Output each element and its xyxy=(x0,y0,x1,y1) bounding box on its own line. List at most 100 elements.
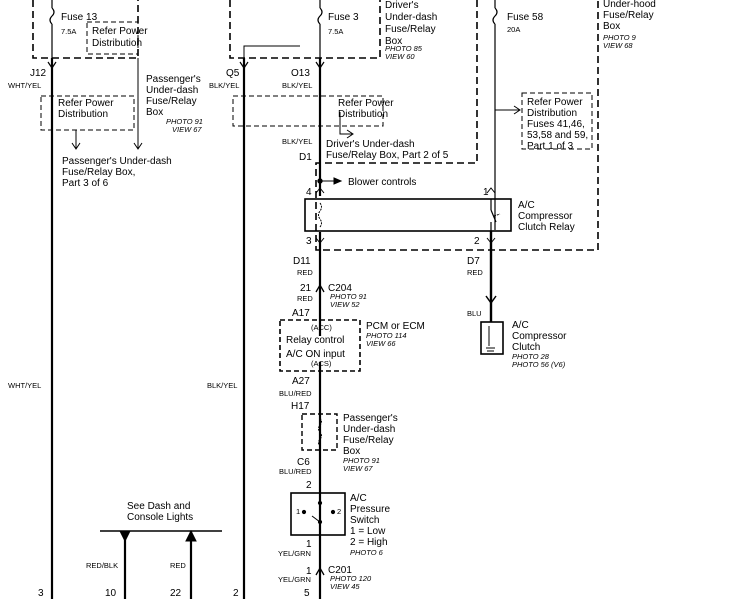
fuse-13-label: Fuse 13 xyxy=(61,12,98,23)
fuse-3-label: Fuse 3 xyxy=(328,12,359,23)
c201-view: VIEW 45 xyxy=(330,582,360,591)
pin-5: 5 xyxy=(304,588,310,599)
wire-label-wht-yel-2: WHT/YEL xyxy=(8,381,41,390)
pcm-photo: PHOTO 114 xyxy=(366,331,407,340)
pass-box2-4: Box xyxy=(343,446,360,457)
c204-photo: PHOTO 91 xyxy=(330,292,367,301)
wire-center xyxy=(315,58,325,599)
dash-label-1: See Dash and xyxy=(127,501,190,512)
relay-pin-2: 2 xyxy=(474,236,480,247)
wire-label-wht-yel-1: WHT/YEL xyxy=(8,81,41,90)
c204-view: VIEW 52 xyxy=(330,300,360,309)
relay-label-2: Compressor xyxy=(518,211,573,222)
wire-yel-grn-1: YEL/GRN xyxy=(278,549,311,558)
wire-blu-red-1: BLU/RED xyxy=(279,389,312,398)
fuse13-refer-1: Refer Power xyxy=(92,26,148,37)
switch-pin2: 2 xyxy=(337,507,341,516)
wire-label-blk-yel-1: BLK/YEL xyxy=(209,81,239,90)
refer-left-2: Distribution xyxy=(58,109,108,120)
relay-pin-1: 1 xyxy=(483,187,489,198)
driver-box-view: VIEW 60 xyxy=(385,52,415,61)
bottom-pin-3: 3 xyxy=(38,588,44,599)
pcm-label: PCM or ECM xyxy=(366,321,425,332)
pcm-view: VIEW 66 xyxy=(366,339,396,348)
refer-left-1: Refer Power xyxy=(58,98,114,109)
pass-box-1: Passenger's xyxy=(146,74,201,85)
hood-box-photo: PHOTO 9 xyxy=(603,33,637,42)
relay-pin-arrows xyxy=(315,187,496,244)
pin-a17: A17 xyxy=(292,308,310,319)
pin-2-switch: 2 xyxy=(306,480,312,491)
under-hood-box xyxy=(315,0,599,251)
pin-c6: C6 xyxy=(297,457,310,468)
blower-arrow xyxy=(317,177,343,185)
driver-box-1: Driver's xyxy=(385,0,419,11)
c201-label: C201 xyxy=(328,565,352,576)
pin-1-switch: 1 xyxy=(306,539,312,550)
clutch-symbol xyxy=(480,321,504,355)
pass-box-2: Under-dash xyxy=(146,85,198,96)
pcm-acs: (ACS) xyxy=(311,359,332,368)
pswitch-3: Switch xyxy=(350,515,379,526)
relay-box xyxy=(304,198,512,232)
wire-red-4: RED xyxy=(170,561,186,570)
refer-right-5: Part 1 of 3 xyxy=(527,141,574,152)
fuse-58-label: Fuse 58 xyxy=(507,12,544,23)
wire-blu: BLU xyxy=(467,309,482,318)
pcm-bg xyxy=(282,336,358,362)
fuse-3-box xyxy=(229,0,381,59)
blower-label: Blower controls xyxy=(348,177,416,188)
pass-box-view: VIEW 67 xyxy=(172,125,202,134)
clutch-photo-1: PHOTO 28 xyxy=(512,352,550,361)
driver-box-4: Box xyxy=(385,36,402,47)
pcm-relay-control: Relay control xyxy=(286,335,344,346)
clutch-photo-2: PHOTO 56 (V6) xyxy=(512,360,566,369)
clutch-label-1: A/C xyxy=(512,320,529,331)
pass-box-3: Fuse/Relay xyxy=(146,96,197,107)
fuse-13-box xyxy=(32,0,139,59)
refer-mid-box xyxy=(232,95,384,139)
pass-part3-1: Passenger's Under-dash xyxy=(62,156,172,167)
pin-h17: H17 xyxy=(291,401,310,412)
pin-o13: O13 xyxy=(291,68,310,79)
pass-box-4: Box xyxy=(146,107,163,118)
pcm-ac-on: A/C ON input xyxy=(286,349,345,360)
pin-d7: D7 xyxy=(467,256,480,267)
pass-box2-1: Passenger's xyxy=(343,413,398,424)
clutch-label-2: Compressor xyxy=(512,331,567,342)
pass-box2 xyxy=(301,413,338,451)
relay-label-1: A/C xyxy=(518,200,535,211)
pswitch-1: A/C xyxy=(350,493,367,504)
c204-label: C204 xyxy=(328,283,352,294)
pass-box2-2: Under-dash xyxy=(343,424,395,435)
driver-box-3: Fuse/Relay xyxy=(385,24,436,35)
wire-label-blk-yel-3: BLK/YEL xyxy=(282,81,312,90)
refer-right-1: Refer Power xyxy=(527,97,583,108)
pin-21: 21 xyxy=(300,283,312,294)
wire-yel-grn-2: YEL/GRN xyxy=(278,575,311,584)
wire-blu-red-2: BLU/RED xyxy=(279,467,312,476)
pin-j12: J12 xyxy=(30,68,47,79)
refer-right-2: Distribution xyxy=(527,108,577,119)
pswitch-2: Pressure xyxy=(350,504,390,515)
wire-clutch xyxy=(485,231,497,322)
dash-label-2: Console Lights xyxy=(127,512,193,523)
refer-mid-2: Distribution xyxy=(338,109,388,120)
pressure-switch xyxy=(290,492,346,536)
hood-box-3: Box xyxy=(603,21,620,32)
fuse-13-rating: 7.5A xyxy=(61,27,76,36)
wire-label-blk-yel-4: BLK/YEL xyxy=(282,137,312,146)
wire-label-blk-yel-2: BLK/YEL xyxy=(207,381,237,390)
bottom-pin-22: 22 xyxy=(170,588,182,599)
wire-wht-yel xyxy=(47,58,57,599)
clutch-label-3: Clutch xyxy=(512,342,540,353)
pin-q5: Q5 xyxy=(226,68,240,79)
refer-right-box xyxy=(495,92,593,150)
refer-right-3: Fuses 41,46, xyxy=(527,119,585,130)
hood-box-1: Under-hood xyxy=(603,0,656,10)
pswitch-4: 1 = Low xyxy=(350,526,386,537)
fuse-13-symbol xyxy=(49,0,55,58)
wire-red-blk: RED/BLK xyxy=(86,561,118,570)
pin-d1: D1 xyxy=(299,152,312,163)
